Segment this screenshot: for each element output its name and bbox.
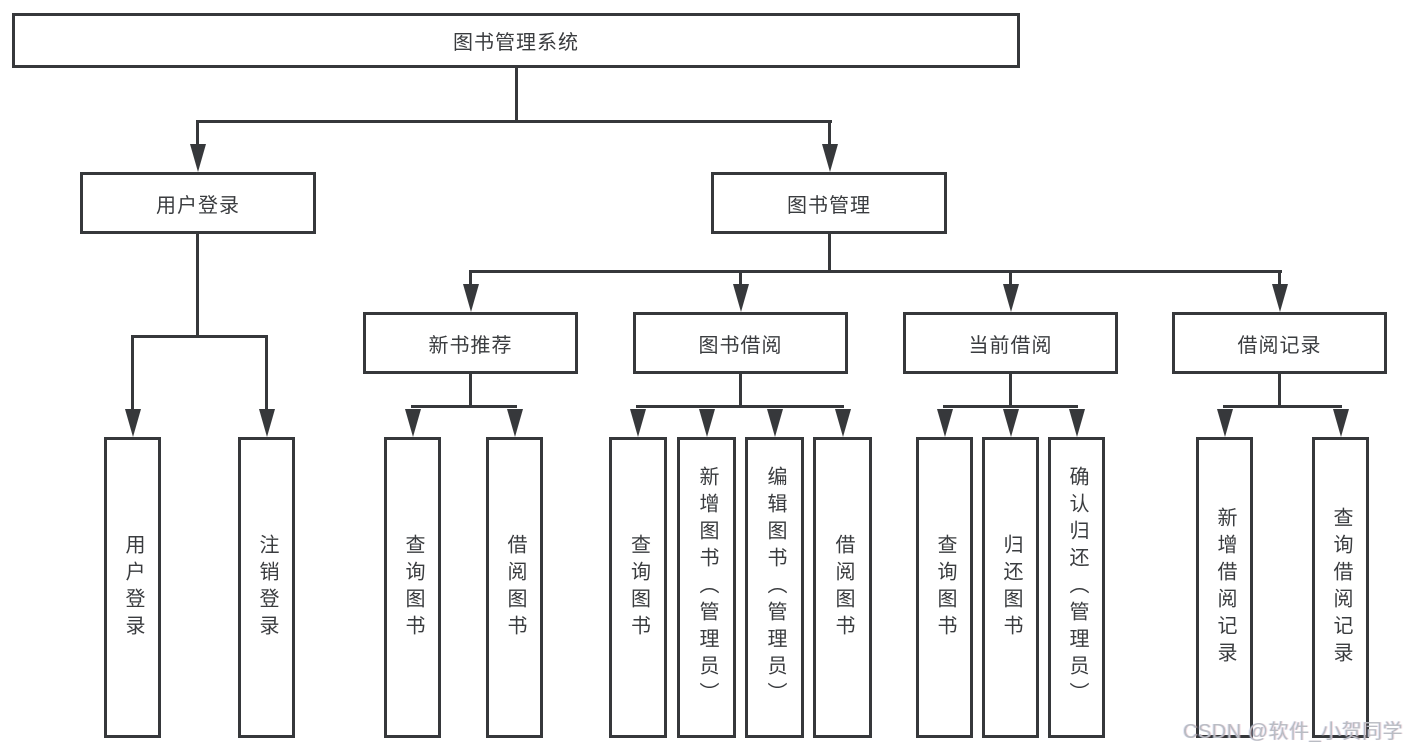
connector-new-book-rec-hline [411, 405, 517, 408]
node-label: 当前借阅 [968, 334, 1053, 357]
node-new-book-recommend: 新书推荐 [363, 312, 578, 374]
leaf-label: 注销登录 [256, 533, 278, 642]
leaf-records-query-record: 查询借阅记录 [1312, 437, 1369, 738]
leaf-label: 编辑图书（管理员） [764, 466, 786, 709]
arrow-down-icon [937, 409, 953, 437]
leaf-label: 确认归还（管理员） [1066, 466, 1088, 709]
arrow-down-icon [767, 409, 783, 437]
leaf-label: 查询图书 [402, 533, 424, 642]
node-label: 新书推荐 [428, 334, 513, 357]
leaf-label: 查询图书 [627, 533, 650, 642]
node-current-borrow: 当前借阅 [903, 312, 1118, 374]
leaf-rec-borrow-book: 借阅图书 [486, 437, 543, 738]
node-book-borrow: 图书借阅 [633, 312, 848, 374]
connector-user-children-stem [196, 234, 199, 338]
node-label: 图书借阅 [698, 334, 783, 357]
arrow-down-icon [1333, 409, 1349, 437]
leaf-borrow-add-book-admin: 新增图书（管理员） [677, 437, 736, 738]
connector-current-borrow-hline [943, 405, 1078, 408]
connector-new-book-rec-stem [469, 374, 472, 408]
connector-user-children-hline [131, 335, 268, 338]
leaf-label: 查询借阅记录 [1330, 506, 1352, 669]
leaf-borrow-edit-book-admin: 编辑图书（管理员） [745, 437, 804, 738]
node-root-system: 图书管理系统 [12, 13, 1020, 68]
leaf-label: 用户登录 [122, 533, 144, 642]
connector-root-stem [515, 68, 518, 123]
connector-book-borrow-stem [739, 374, 742, 408]
arrow-down-icon [507, 409, 523, 437]
node-label: 图书管理 [787, 194, 871, 217]
leaf-logout: 注销登录 [238, 437, 295, 738]
arrow-down-icon [1069, 409, 1085, 437]
arrow-down-icon [1003, 284, 1019, 312]
leaf-current-query-book: 查询图书 [916, 437, 973, 738]
arrow-down-icon [1217, 409, 1233, 437]
leaf-borrow-borrow-book: 借阅图书 [813, 437, 872, 738]
arrow-down-icon [125, 409, 141, 437]
leaf-label: 归还图书 [1000, 533, 1022, 642]
connector-user-leaf2-drop [265, 335, 268, 415]
arrow-down-icon [405, 409, 421, 437]
node-user-login: 用户登录 [80, 172, 316, 234]
arrow-down-icon [699, 409, 715, 437]
csdn-watermark: CSDN @软件_小贺同学 [1183, 721, 1404, 743]
arrow-down-icon [733, 284, 749, 312]
leaf-current-return-book: 归还图书 [982, 437, 1039, 738]
leaf-rec-query-book: 查询图书 [384, 437, 441, 738]
arrow-down-icon [630, 409, 646, 437]
connector-borrow-records-drop [1278, 270, 1281, 292]
arrow-down-icon [190, 144, 206, 172]
connector-book-borrow-hline [636, 405, 844, 408]
connector-book-borrow-drop [739, 270, 742, 292]
arrow-down-icon [259, 409, 275, 437]
connector-mgmt-children-hline [469, 270, 1282, 273]
arrow-down-icon [1272, 284, 1288, 312]
connector-current-borrow-drop [1009, 270, 1012, 292]
leaf-label: 新增借阅记录 [1214, 506, 1236, 669]
node-borrow-records: 借阅记录 [1172, 312, 1387, 374]
connector-borrow-records-stem [1278, 374, 1281, 408]
leaf-label: 查询图书 [934, 533, 956, 642]
leaf-borrow-query-book: 查询图书 [609, 437, 667, 738]
leaf-label: 借阅图书 [832, 533, 854, 642]
arrow-down-icon [822, 144, 838, 172]
leaf-user-login: 用户登录 [104, 437, 161, 738]
connector-user-leaf1-drop [131, 335, 134, 415]
node-book-management: 图书管理 [711, 172, 947, 234]
leaf-label: 新增图书（管理员） [696, 466, 718, 709]
leaf-label: 借阅图书 [504, 533, 526, 642]
arrow-down-icon [1003, 409, 1019, 437]
connector-book-mgmt-drop [828, 120, 831, 152]
connector-current-borrow-stem [1009, 374, 1012, 408]
connector-new-book-rec-drop [469, 270, 472, 292]
arrow-down-icon [463, 284, 479, 312]
node-label: 借阅记录 [1237, 334, 1322, 357]
leaf-current-confirm-return-admin: 确认归还（管理员） [1048, 437, 1105, 738]
connector-level2-hline [196, 120, 832, 123]
node-label: 图书管理系统 [453, 32, 579, 54]
node-label: 用户登录 [156, 194, 240, 217]
leaf-records-add-record: 新增借阅记录 [1196, 437, 1253, 738]
arrow-down-icon [835, 409, 851, 437]
connector-borrow-records-hline [1223, 405, 1342, 408]
connector-mgmt-children-stem [828, 234, 831, 273]
connector-user-login-drop [196, 120, 199, 152]
